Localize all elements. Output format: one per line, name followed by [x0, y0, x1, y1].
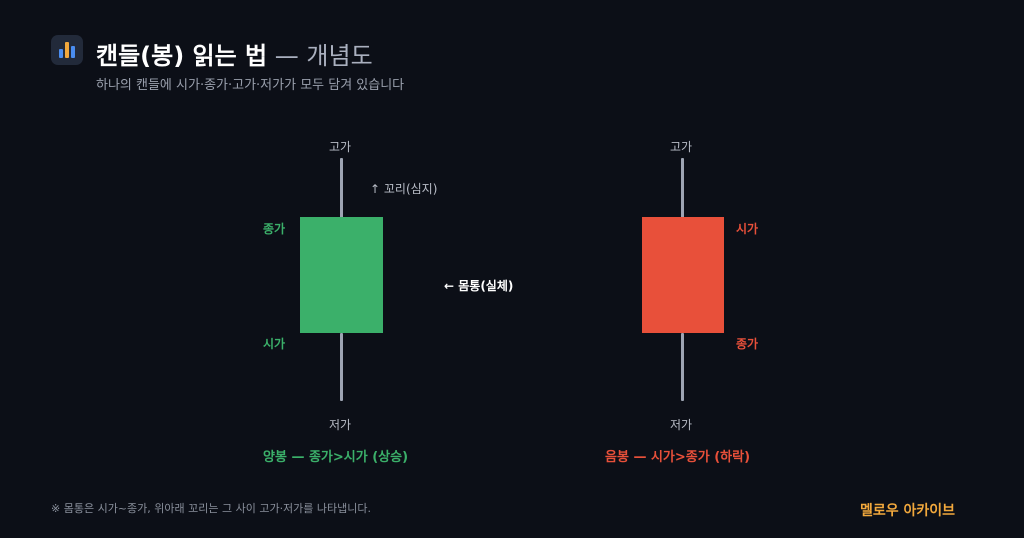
page-title: 캔들(봉) 읽는 법 — 개념도: [96, 36, 373, 71]
title-sub: — 개념도: [274, 42, 373, 70]
bearish-close-label: 종가: [736, 337, 759, 351]
body-annotation: ← 몸통(실체): [444, 279, 514, 293]
footnote: ※ 몸통은 시가~종가, 위아래 꼬리는 그 사이 고가·저가를 나타냅니다.: [51, 502, 372, 515]
bearish-lower-wick: [681, 333, 684, 401]
page-subtitle: 하나의 캔들에 시가·종가·고가·저가가 모두 담겨 있습니다: [96, 78, 405, 93]
bearish-open-label: 시가: [736, 222, 759, 236]
bullish-lower-wick: [340, 333, 343, 401]
bearish-low-label: 저가: [670, 418, 693, 432]
bearish-upper-wick: [681, 158, 684, 218]
bullish-open-label: 시가: [263, 337, 286, 351]
title-main: 캔들(봉) 읽는 법: [96, 42, 268, 70]
brand-label: 멜로우 아카이브: [860, 503, 956, 519]
bullish-low-label: 저가: [329, 418, 352, 432]
bar-chart-icon: [51, 35, 83, 65]
wick-annotation: ↑ 꼬리(심지): [370, 182, 438, 196]
bullish-candle-body: [300, 217, 383, 333]
bearish-candle-body: [642, 217, 724, 333]
bullish-upper-wick: [340, 158, 343, 218]
bullish-high-label: 고가: [329, 140, 352, 154]
bearish-high-label: 고가: [670, 140, 693, 154]
bearish-caption: 음봉 — 시가>종가 (하락): [605, 450, 751, 465]
bullish-caption: 양봉 — 종가>시가 (상승): [263, 450, 409, 465]
bullish-close-label: 종가: [263, 222, 286, 236]
